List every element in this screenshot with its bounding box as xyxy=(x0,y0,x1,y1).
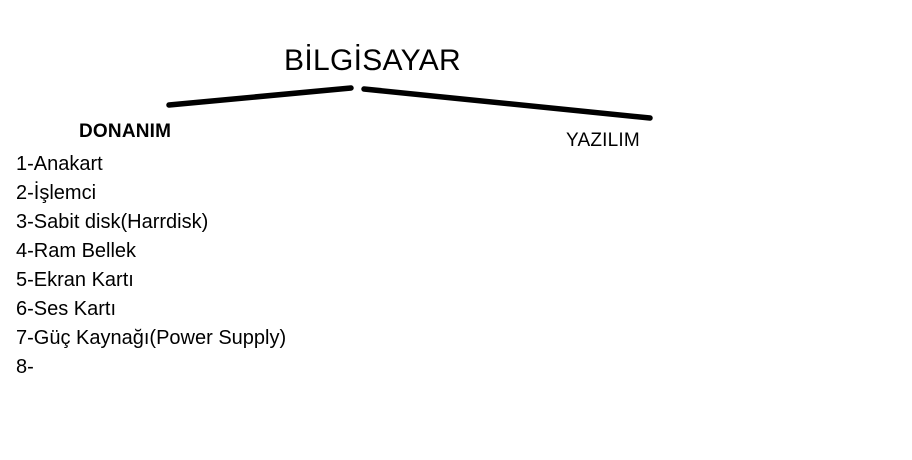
list-item: 3-Sabit disk(Harrdisk) xyxy=(16,211,209,233)
branch-label-donanim: DONANIM xyxy=(79,121,172,142)
branch-label-yazilim: YAZILIM xyxy=(566,130,640,151)
root-node-title: BİLGİSAYAR xyxy=(284,44,461,77)
hardware-item-list: 1-Anakart 2-İşlemci 3-Sabit disk(Harrdis… xyxy=(16,150,286,382)
list-item: 5-Ekran Kartı xyxy=(16,269,134,291)
list-item: 6-Ses Kartı xyxy=(16,298,117,320)
list-item: 1-Anakart xyxy=(16,153,103,175)
list-item: 2-İşlemci xyxy=(16,182,97,204)
list-item: 4-Ram Bellek xyxy=(16,240,137,262)
connector-line-left xyxy=(166,85,354,108)
connector-line-right xyxy=(361,86,653,121)
list-item: 8- xyxy=(16,356,34,378)
list-item: 7-Güç Kaynağı(Power Supply) xyxy=(16,327,287,349)
